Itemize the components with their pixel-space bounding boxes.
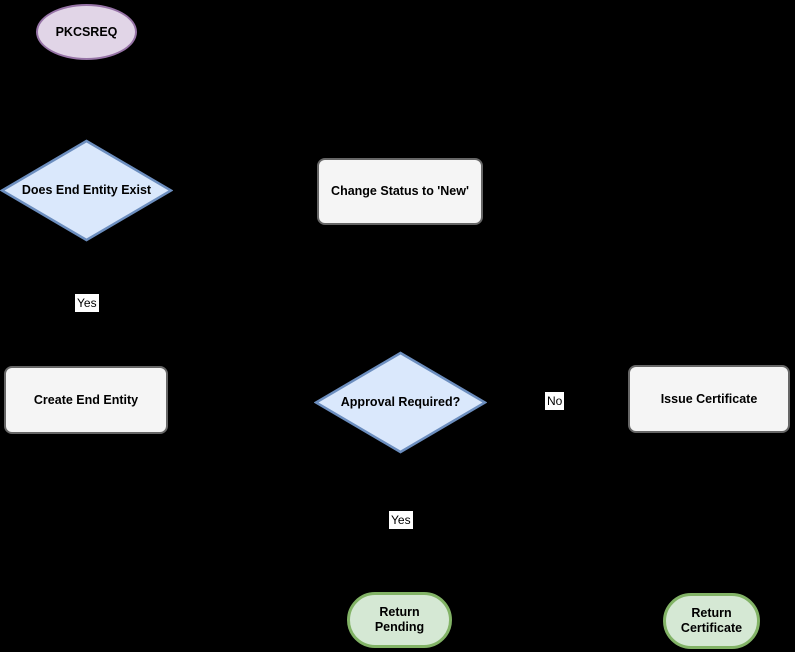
process-label: Create End Entity [33,392,139,407]
process-create-end-entity: Create End Entity [4,366,168,434]
edge-label-no-approval: No [545,392,565,410]
process-label: Change Status to 'New' [331,184,469,198]
terminal-label: Return Certificate [680,606,743,635]
start-node-pkcsreq: PKCSREQ [36,4,137,60]
diamond-polygon [314,351,487,454]
process-change-status-new: Change Status to 'New' [317,158,483,225]
start-node-label: PKCSREQ [55,24,118,39]
terminal-return-certificate: Return Certificate [663,593,760,649]
edge-label-yes-end-entity: Yes [75,294,99,312]
process-issue-certificate: Issue Certificate [628,365,790,433]
decision-approval-required: Approval Required? [314,351,487,454]
decision-label: Approval Required? [340,395,461,409]
decision-label: Does End Entity Exist [21,183,152,197]
edge-label-yes-approval: Yes [389,511,413,529]
terminal-label: Return Pending [374,605,425,634]
process-label: Issue Certificate [660,391,758,406]
diamond-shape [0,139,173,242]
diamond-shape [314,351,487,454]
diamond-polygon [0,139,173,242]
decision-does-end-entity-exist: Does End Entity Exist [0,139,173,242]
terminal-return-pending: Return Pending [347,592,452,648]
